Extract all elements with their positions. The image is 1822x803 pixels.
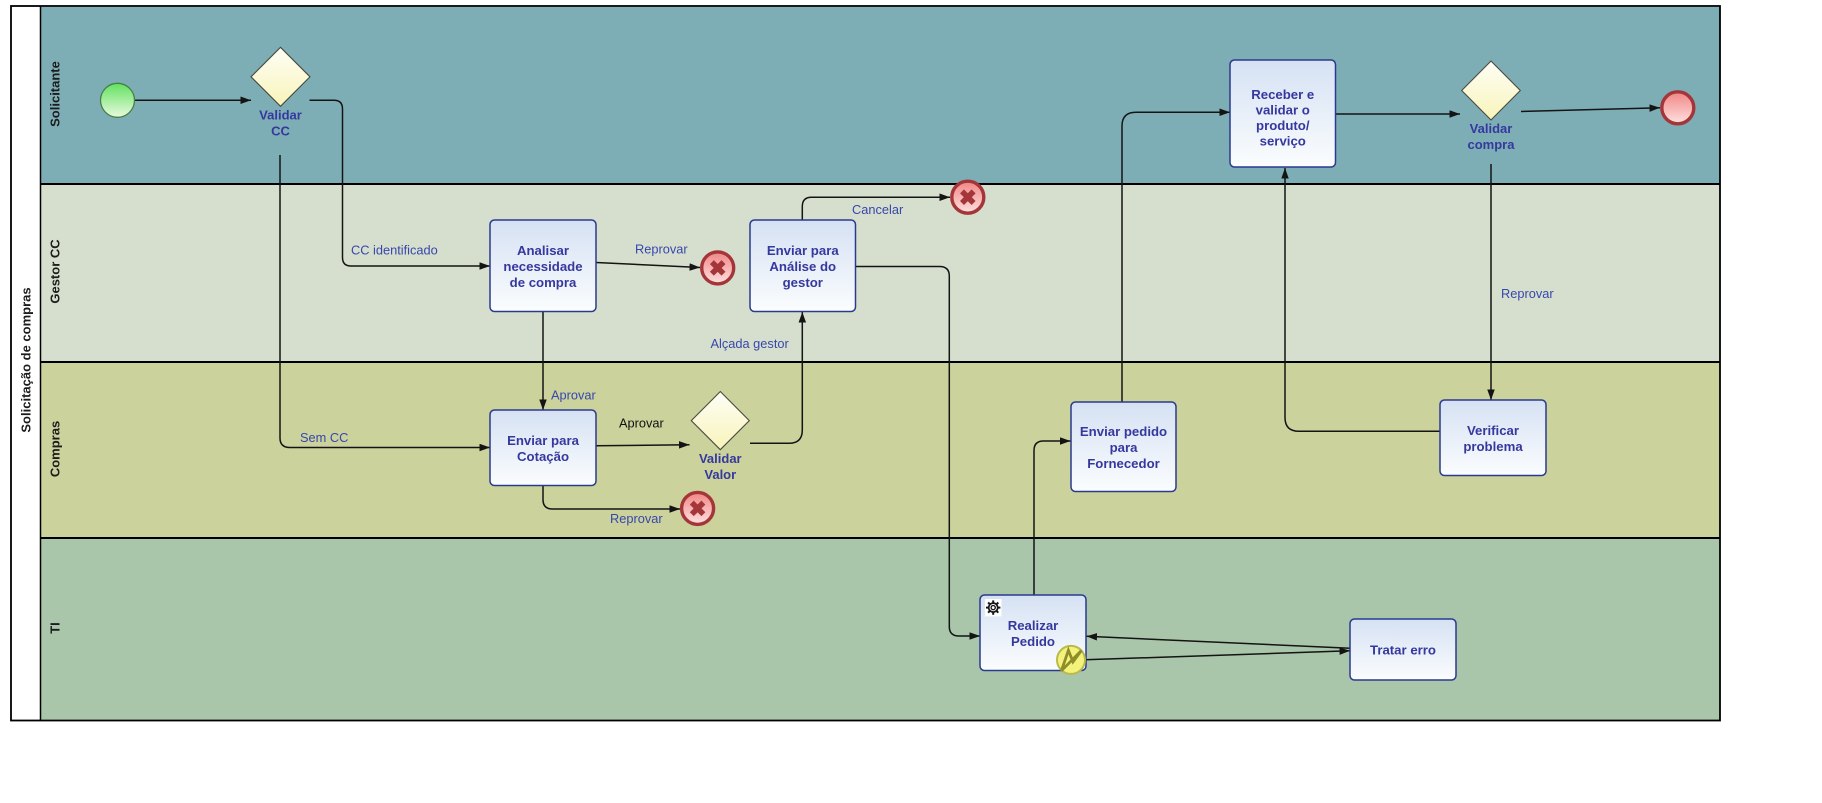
svg-text:Solicitante: Solicitante <box>48 61 63 127</box>
svg-text:CC identificado: CC identificado <box>351 243 438 258</box>
svg-text:Compras: Compras <box>48 421 63 477</box>
svg-text:Cancelar: Cancelar <box>852 202 904 217</box>
svg-text:Gestor CC: Gestor CC <box>48 239 63 304</box>
svg-text:Sem CC: Sem CC <box>300 430 348 445</box>
svg-text:Reprovar: Reprovar <box>635 242 688 257</box>
svg-text:Alçada gestor: Alçada gestor <box>711 336 790 351</box>
svg-text:TI: TI <box>48 622 63 634</box>
svg-text:Tratar erro: Tratar erro <box>1370 643 1436 658</box>
svg-text:Aprovar: Aprovar <box>619 416 665 431</box>
svg-text:Reprovar: Reprovar <box>1501 286 1554 301</box>
svg-text:Solicitação de compras: Solicitação de compras <box>19 287 34 432</box>
svg-text:Aprovar: Aprovar <box>551 388 597 403</box>
svg-text:Reprovar: Reprovar <box>610 511 663 526</box>
